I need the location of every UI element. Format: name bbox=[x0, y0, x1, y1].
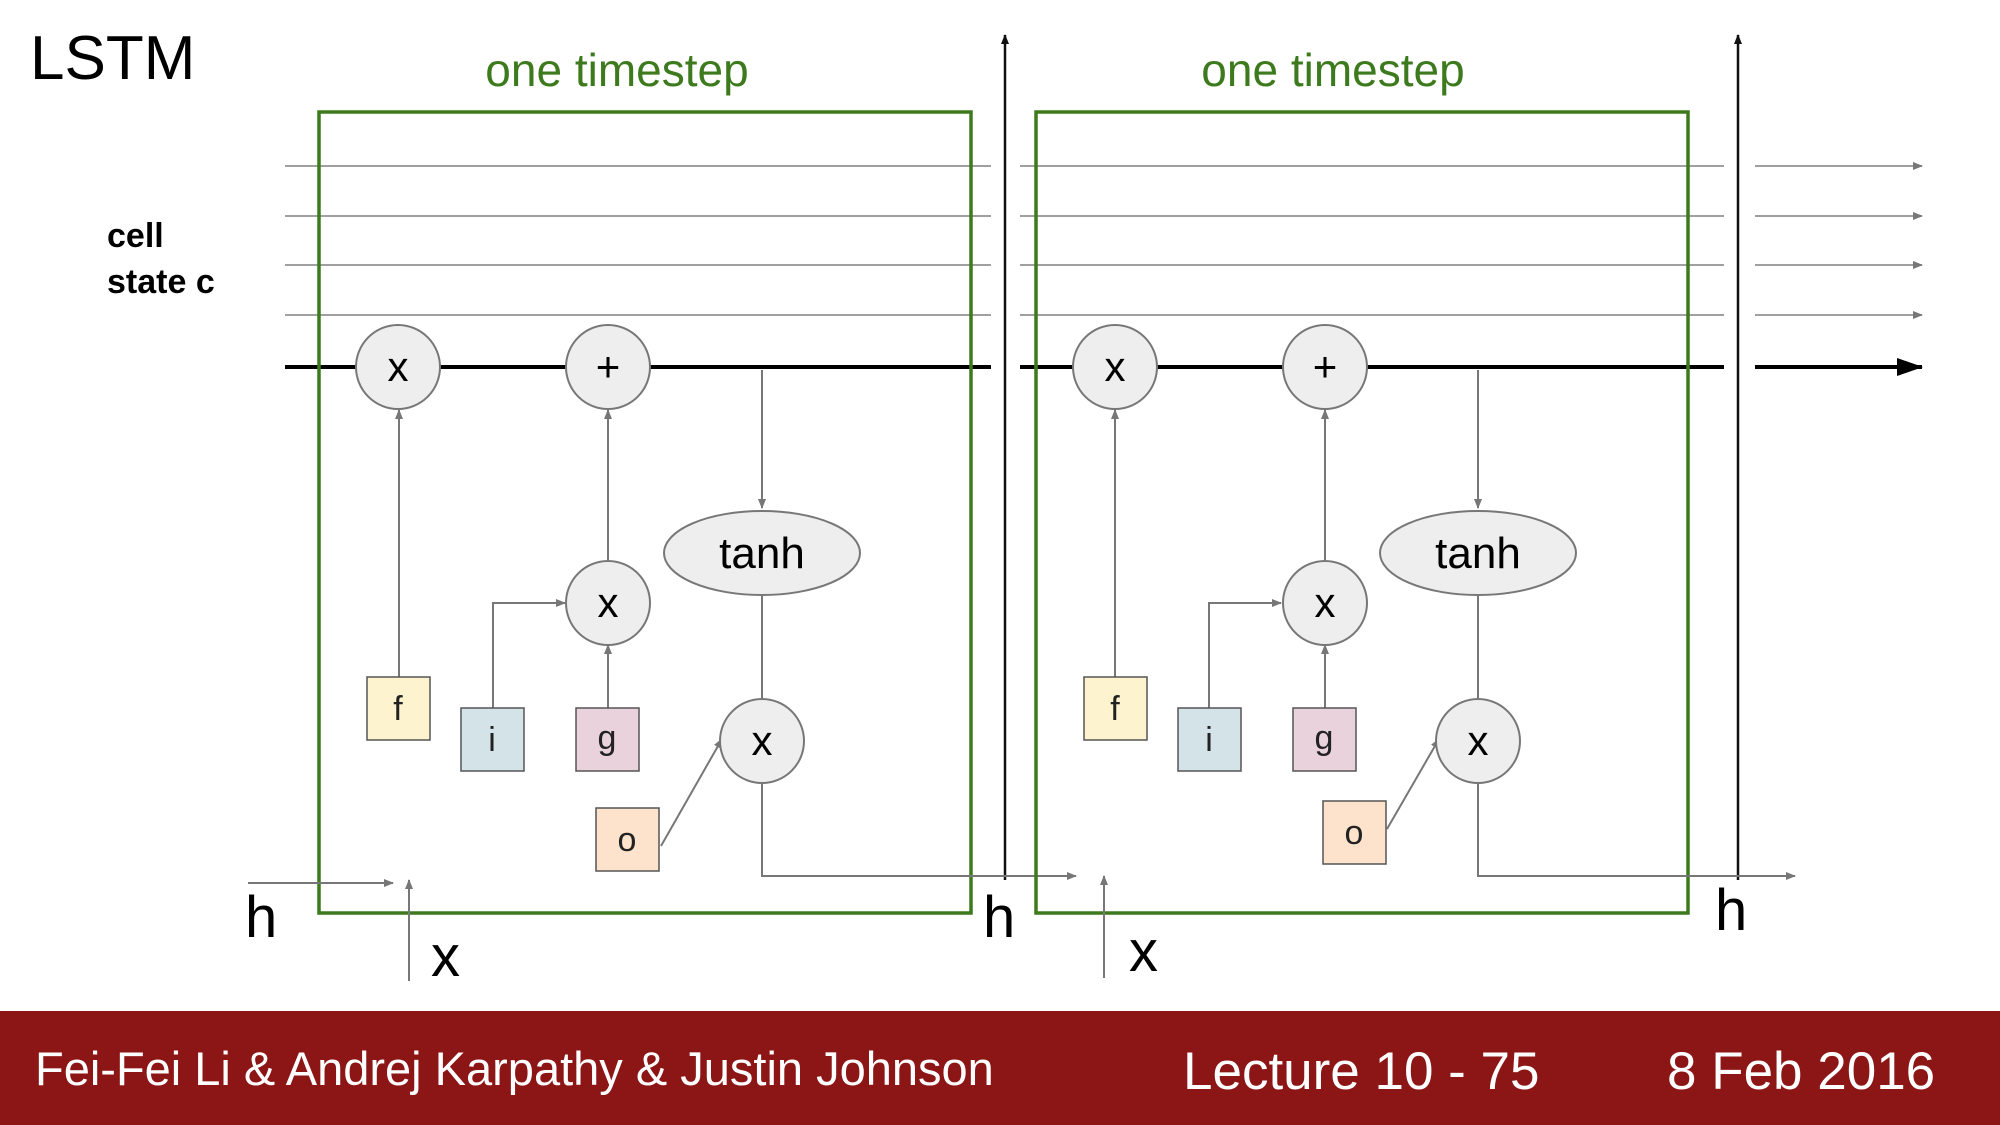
timestep-box bbox=[317, 110, 973, 915]
svg-text:x: x bbox=[1105, 343, 1126, 390]
h-out-arrow bbox=[1477, 784, 1796, 880]
cell-state-label: cell bbox=[107, 217, 164, 255]
svg-text:x: x bbox=[1468, 717, 1489, 764]
svg-text:tanh: tanh bbox=[719, 529, 805, 578]
cell-state-lanes bbox=[285, 162, 1923, 319]
timestep-label: one timestep bbox=[485, 44, 748, 96]
gate-o: o bbox=[595, 807, 660, 872]
footer-authors: Fei-Fei Li & Andrej Karpathy & Justin Jo… bbox=[35, 1042, 994, 1095]
svg-text:x: x bbox=[388, 343, 409, 390]
gate-i: i bbox=[1177, 707, 1242, 772]
output-multiply-node: x bbox=[1435, 698, 1521, 784]
cell-state-label-line2: state c bbox=[107, 263, 215, 301]
add-node: + bbox=[565, 324, 651, 410]
output-multiply-node: x bbox=[719, 698, 805, 784]
svg-text:g: g bbox=[598, 719, 617, 757]
svg-text:+: + bbox=[1313, 343, 1338, 390]
h-input-label: h bbox=[245, 885, 277, 950]
h-output-label: h bbox=[1715, 878, 1747, 943]
timestep-1: one timestep x + x bbox=[245, 44, 1077, 989]
svg-text:g: g bbox=[1315, 719, 1334, 757]
gate-g: g bbox=[1292, 707, 1357, 772]
forget-multiply-node: x bbox=[1072, 324, 1158, 410]
timestep-label: one timestep bbox=[1201, 44, 1464, 96]
timestep-2: one timestep x + x tanh bbox=[1034, 44, 1796, 984]
gate-g: g bbox=[575, 707, 640, 772]
gate-o: o bbox=[1322, 800, 1387, 865]
svg-text:i: i bbox=[488, 721, 496, 759]
input-arrow bbox=[1208, 599, 1282, 708]
svg-text:f: f bbox=[1110, 690, 1120, 728]
svg-text:o: o bbox=[618, 821, 637, 859]
input-arrow bbox=[492, 599, 566, 708]
svg-text:x: x bbox=[1315, 579, 1336, 626]
x-input-label: x bbox=[431, 924, 460, 989]
footer-lecture: Lecture 10 - 75 bbox=[1183, 1042, 1540, 1101]
svg-text:x: x bbox=[752, 717, 773, 764]
footer-date: 8 Feb 2016 bbox=[1667, 1042, 1936, 1101]
gate-i: i bbox=[460, 707, 525, 772]
svg-text:o: o bbox=[1345, 814, 1364, 852]
input-multiply-node: x bbox=[1282, 560, 1368, 646]
x-input-label: x bbox=[1129, 919, 1158, 984]
h-output-label: h bbox=[983, 885, 1015, 950]
svg-text:f: f bbox=[393, 690, 403, 728]
footer-bar: Fei-Fei Li & Andrej Karpathy & Justin Jo… bbox=[0, 1011, 2000, 1125]
output-gate-arrow bbox=[1386, 738, 1440, 830]
h-out-arrow bbox=[761, 784, 1077, 880]
svg-text:tanh: tanh bbox=[1435, 529, 1521, 578]
tanh-node: tanh bbox=[663, 510, 861, 596]
slide-title: LSTM bbox=[30, 24, 196, 93]
gate-f: f bbox=[366, 676, 431, 741]
output-gate-arrow bbox=[660, 738, 723, 847]
svg-text:i: i bbox=[1205, 721, 1213, 759]
svg-text:+: + bbox=[596, 343, 621, 390]
add-node: + bbox=[1282, 324, 1368, 410]
gate-f: f bbox=[1083, 676, 1148, 741]
svg-text:x: x bbox=[598, 579, 619, 626]
forget-multiply-node: x bbox=[355, 324, 441, 410]
timestep-box bbox=[1034, 110, 1690, 915]
input-multiply-node: x bbox=[565, 560, 651, 646]
tanh-node: tanh bbox=[1379, 510, 1577, 596]
